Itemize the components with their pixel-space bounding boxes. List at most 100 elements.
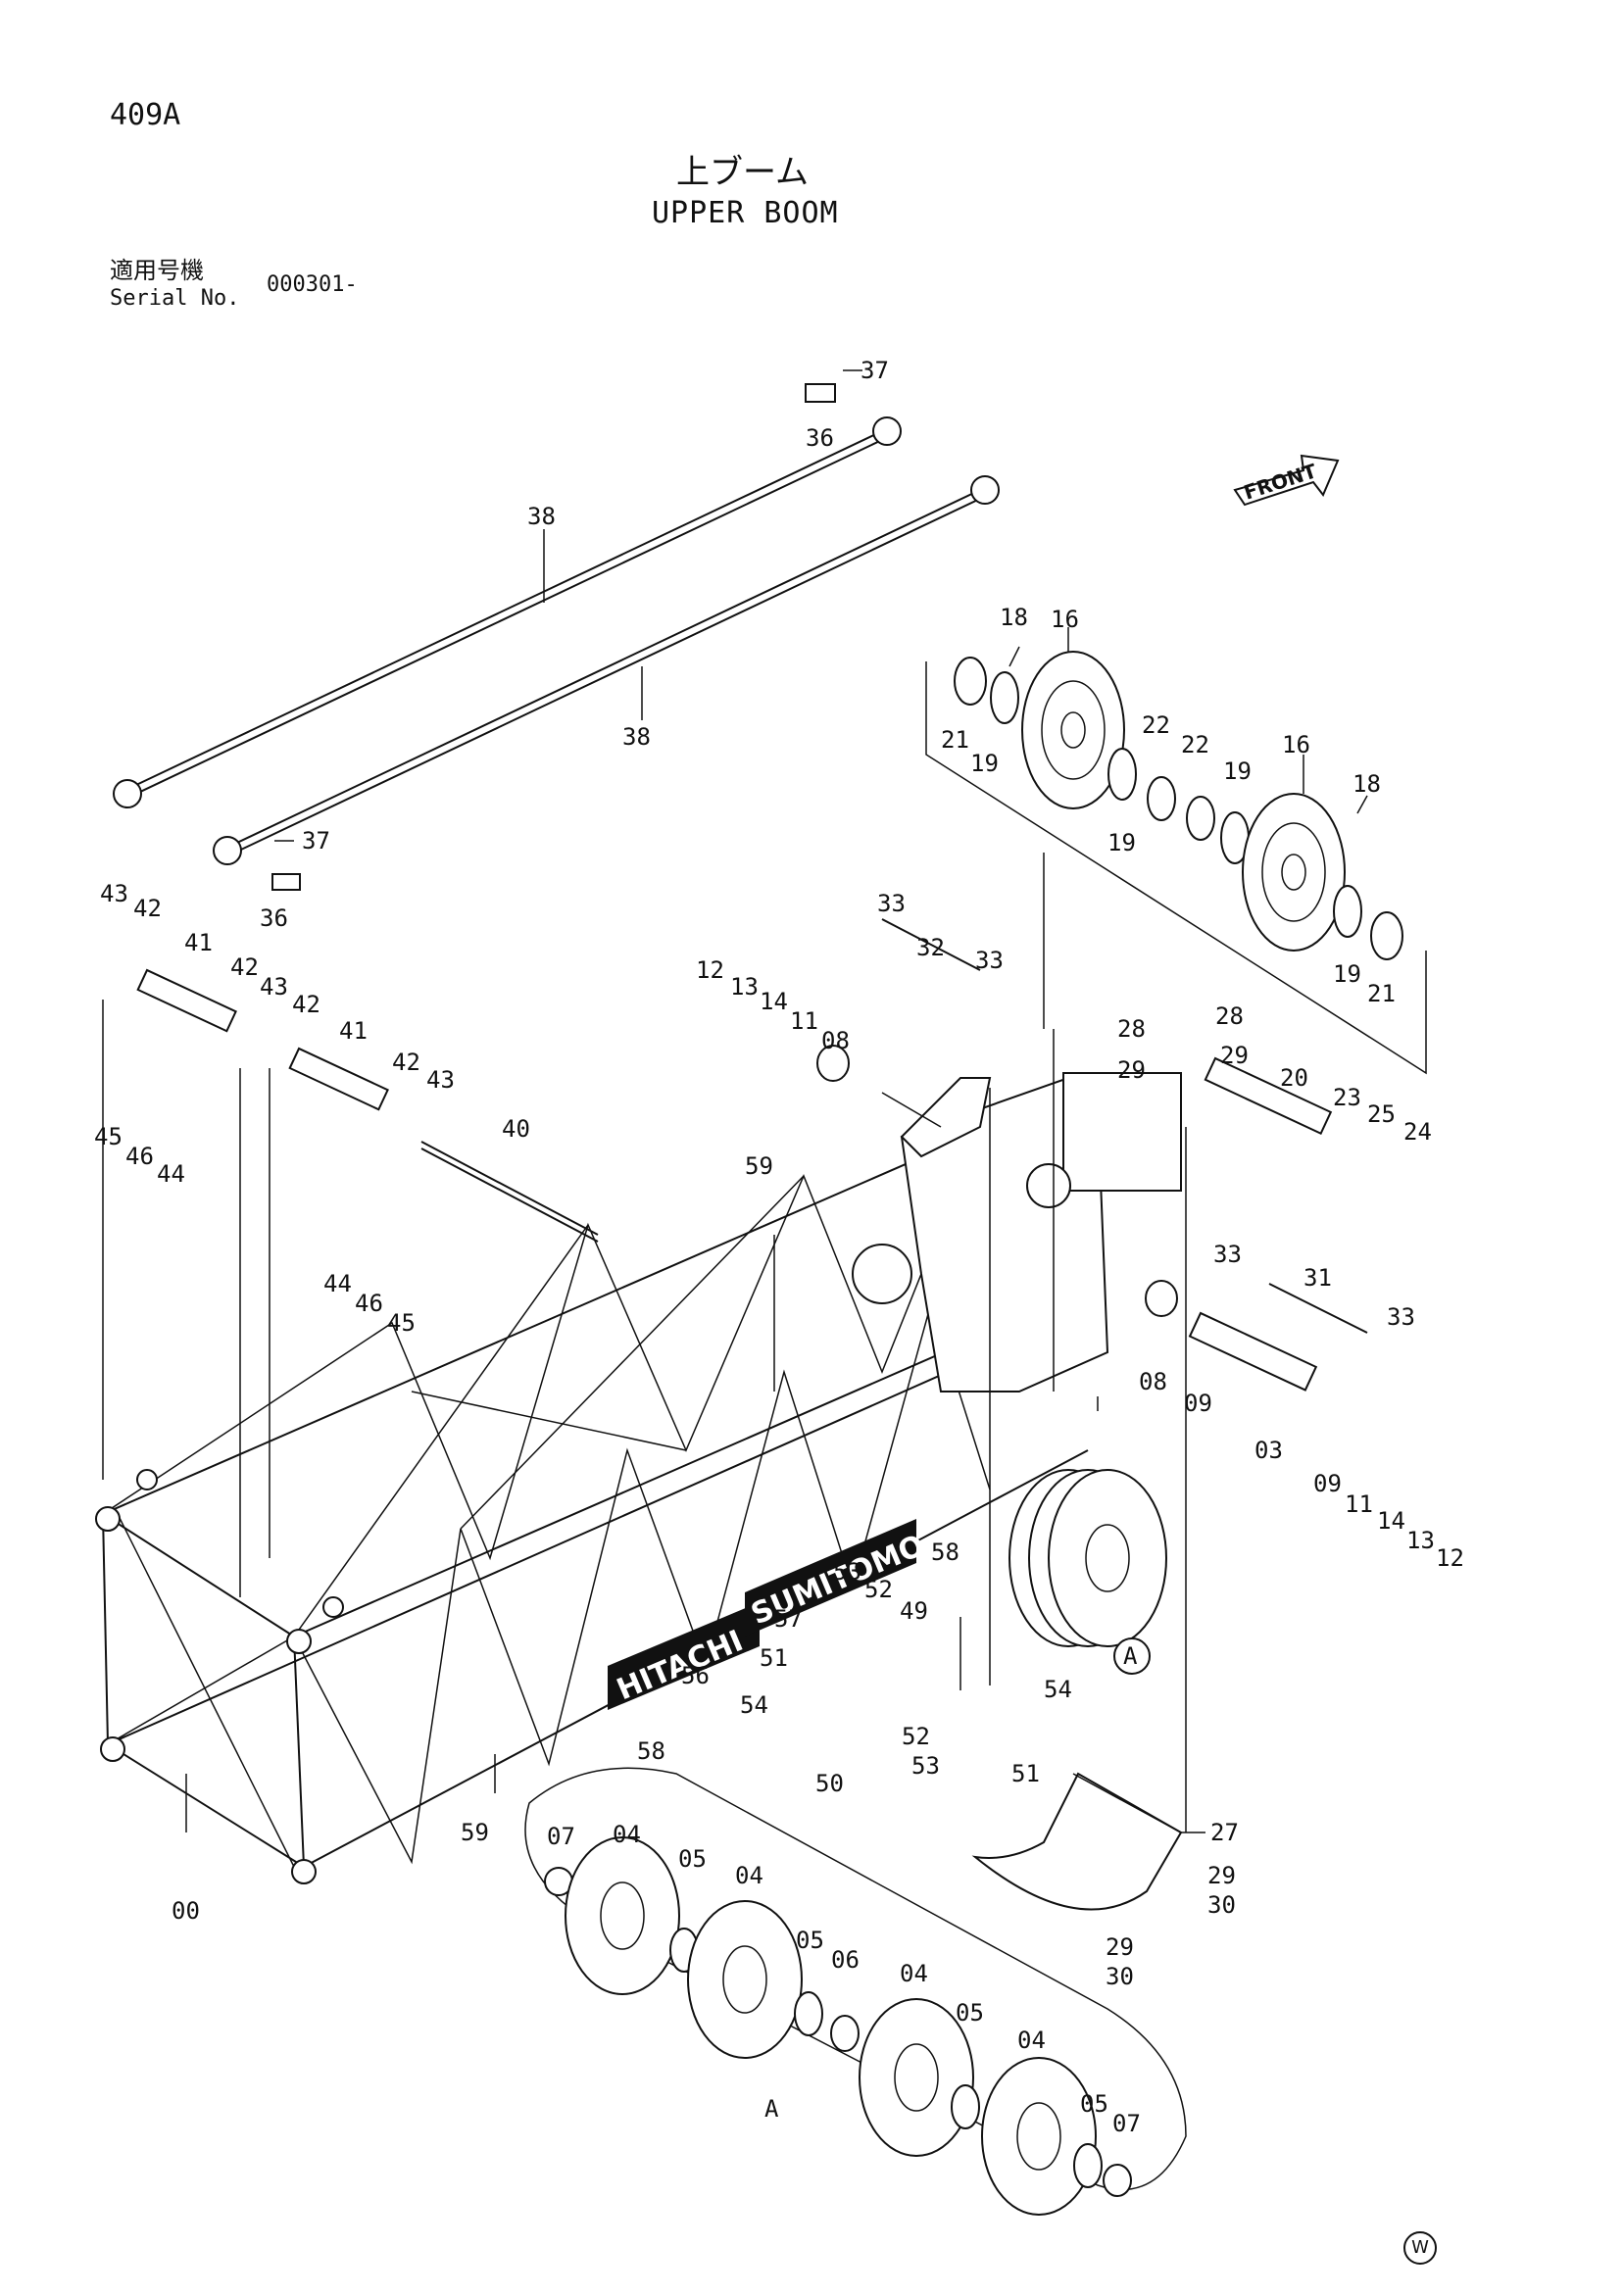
- page-number: 409A: [110, 98, 181, 132]
- part-label-56: 56: [681, 1662, 710, 1689]
- part-label-04d: 04: [1017, 2027, 1046, 2054]
- part-label-16a: 16: [1051, 606, 1079, 633]
- part-label-04b: 04: [735, 1862, 763, 1889]
- part-label-04c: 04: [900, 1960, 928, 1987]
- part-label-04a: 04: [613, 1821, 641, 1848]
- part-label-45a: 45: [94, 1123, 123, 1150]
- part-label-12b: 12: [1436, 1544, 1464, 1572]
- part-labels: 37 36 38 38 37 36 43 42 41 42 43 42 41 4…: [94, 357, 1464, 2137]
- part-label-36a: 36: [806, 424, 834, 452]
- title-japanese: 上ブーム: [676, 153, 809, 192]
- part-label-59a: 59: [745, 1152, 773, 1180]
- part-label-22a: 22: [1142, 711, 1170, 739]
- part-label-52b: 52: [902, 1723, 930, 1750]
- part-label-54b: 54: [1044, 1676, 1072, 1703]
- front-label: FRONT: [1241, 459, 1319, 505]
- part-label-54a: 54: [740, 1691, 768, 1719]
- part-label-42d: 42: [392, 1049, 420, 1076]
- part-label-28b: 28: [1215, 1002, 1244, 1030]
- part-label-44b: 44: [323, 1270, 352, 1297]
- part-label-19b: 19: [1107, 829, 1136, 856]
- part-label-30b: 30: [1106, 1963, 1134, 1990]
- part-label-41b: 41: [339, 1017, 368, 1045]
- middle-sheave-assembly: A: [971, 1469, 1183, 1911]
- part-label-29a: 29: [1117, 1056, 1146, 1084]
- part-label-24: 24: [1403, 1118, 1432, 1146]
- part-label-19a: 19: [970, 750, 999, 777]
- part-label-46a: 46: [125, 1143, 154, 1170]
- part-label-21b: 21: [1367, 980, 1396, 1007]
- part-label-27: 27: [1210, 1819, 1239, 1846]
- part-label-31: 31: [1303, 1264, 1332, 1292]
- part-label-14b: 14: [1377, 1507, 1405, 1535]
- part-label-43b: 43: [260, 973, 288, 1001]
- part-label-13a: 13: [730, 973, 759, 1001]
- part-label-38b: 38: [622, 723, 651, 751]
- part-label-28a: 28: [1117, 1015, 1146, 1043]
- serial-number-value: 000301-: [267, 272, 358, 297]
- part-label-09b: 09: [1313, 1470, 1342, 1497]
- part-label-18a: 18: [1000, 604, 1028, 631]
- part-label-11a: 11: [790, 1007, 818, 1035]
- part-label-49: 49: [900, 1597, 928, 1625]
- part-label-53b: 53: [911, 1752, 940, 1780]
- part-label-51a: 51: [760, 1644, 788, 1672]
- part-label-25: 25: [1367, 1100, 1396, 1128]
- part-label-08a: 08: [821, 1027, 850, 1054]
- part-label-00: 00: [172, 1897, 200, 1925]
- part-label-29b: 29: [1220, 1042, 1249, 1069]
- part-label-14a: 14: [760, 988, 788, 1015]
- upper-sheave-assembly: [925, 651, 1427, 1075]
- part-label-19d: 19: [1333, 960, 1361, 988]
- part-label-44a: 44: [157, 1160, 185, 1188]
- part-label-12a: 12: [696, 956, 724, 984]
- serial-label-english: Serial No.: [110, 286, 240, 311]
- part-label-23: 23: [1333, 1084, 1361, 1111]
- part-label-20: 20: [1280, 1064, 1308, 1092]
- pendant-rods: [113, 383, 1000, 891]
- part-label-33d: 33: [1387, 1303, 1415, 1331]
- detail-a-label: A: [764, 2095, 779, 2123]
- part-label-45b: 45: [387, 1309, 416, 1337]
- part-label-37b: 37: [302, 827, 330, 855]
- part-label-05a: 05: [678, 1845, 707, 1873]
- part-label-42b: 42: [230, 953, 259, 981]
- part-label-05b: 05: [796, 1927, 824, 1954]
- part-label-38a: 38: [527, 503, 556, 530]
- part-label-57: 57: [774, 1605, 803, 1633]
- part-label-33b: 33: [975, 947, 1004, 974]
- part-label-32: 32: [916, 934, 945, 961]
- part-label-52a: 52: [864, 1576, 893, 1603]
- watermark-symbol: W: [1403, 2231, 1437, 2265]
- detail-a-panel: A: [524, 1767, 1187, 2216]
- part-label-33a: 33: [877, 890, 906, 917]
- part-label-41a: 41: [184, 929, 213, 956]
- part-label-33c: 33: [1213, 1241, 1242, 1268]
- name-plates: HITACHI SUMITOMO: [608, 1519, 929, 1710]
- part-label-40: 40: [502, 1115, 530, 1143]
- part-label-05c: 05: [956, 1999, 984, 2027]
- part-label-43c: 43: [426, 1066, 455, 1094]
- part-label-53a: 53: [833, 1558, 861, 1586]
- part-label-58a: 58: [931, 1539, 959, 1566]
- part-label-42c: 42: [292, 991, 320, 1018]
- part-label-09a: 09: [1184, 1390, 1212, 1417]
- part-label-11b: 11: [1345, 1490, 1373, 1518]
- part-label-18b: 18: [1352, 770, 1381, 798]
- part-label-59b: 59: [461, 1819, 489, 1846]
- part-label-03: 03: [1254, 1437, 1283, 1464]
- part-label-58b: 58: [637, 1737, 665, 1765]
- front-arrow: FRONT: [1233, 454, 1340, 507]
- part-label-19c: 19: [1223, 757, 1252, 785]
- part-label-29d: 29: [1106, 1933, 1134, 1961]
- part-label-42a: 42: [133, 895, 162, 922]
- detail-reference: A: [1123, 1642, 1138, 1670]
- part-label-36b: 36: [260, 904, 288, 932]
- part-label-29c: 29: [1207, 1862, 1236, 1889]
- part-label-08b: 08: [1139, 1368, 1167, 1395]
- part-label-07b: 07: [1112, 2110, 1141, 2137]
- title-english: UPPER BOOM: [652, 196, 839, 230]
- serial-label-japanese: 適用号機: [110, 257, 204, 284]
- part-label-22b: 22: [1181, 731, 1209, 758]
